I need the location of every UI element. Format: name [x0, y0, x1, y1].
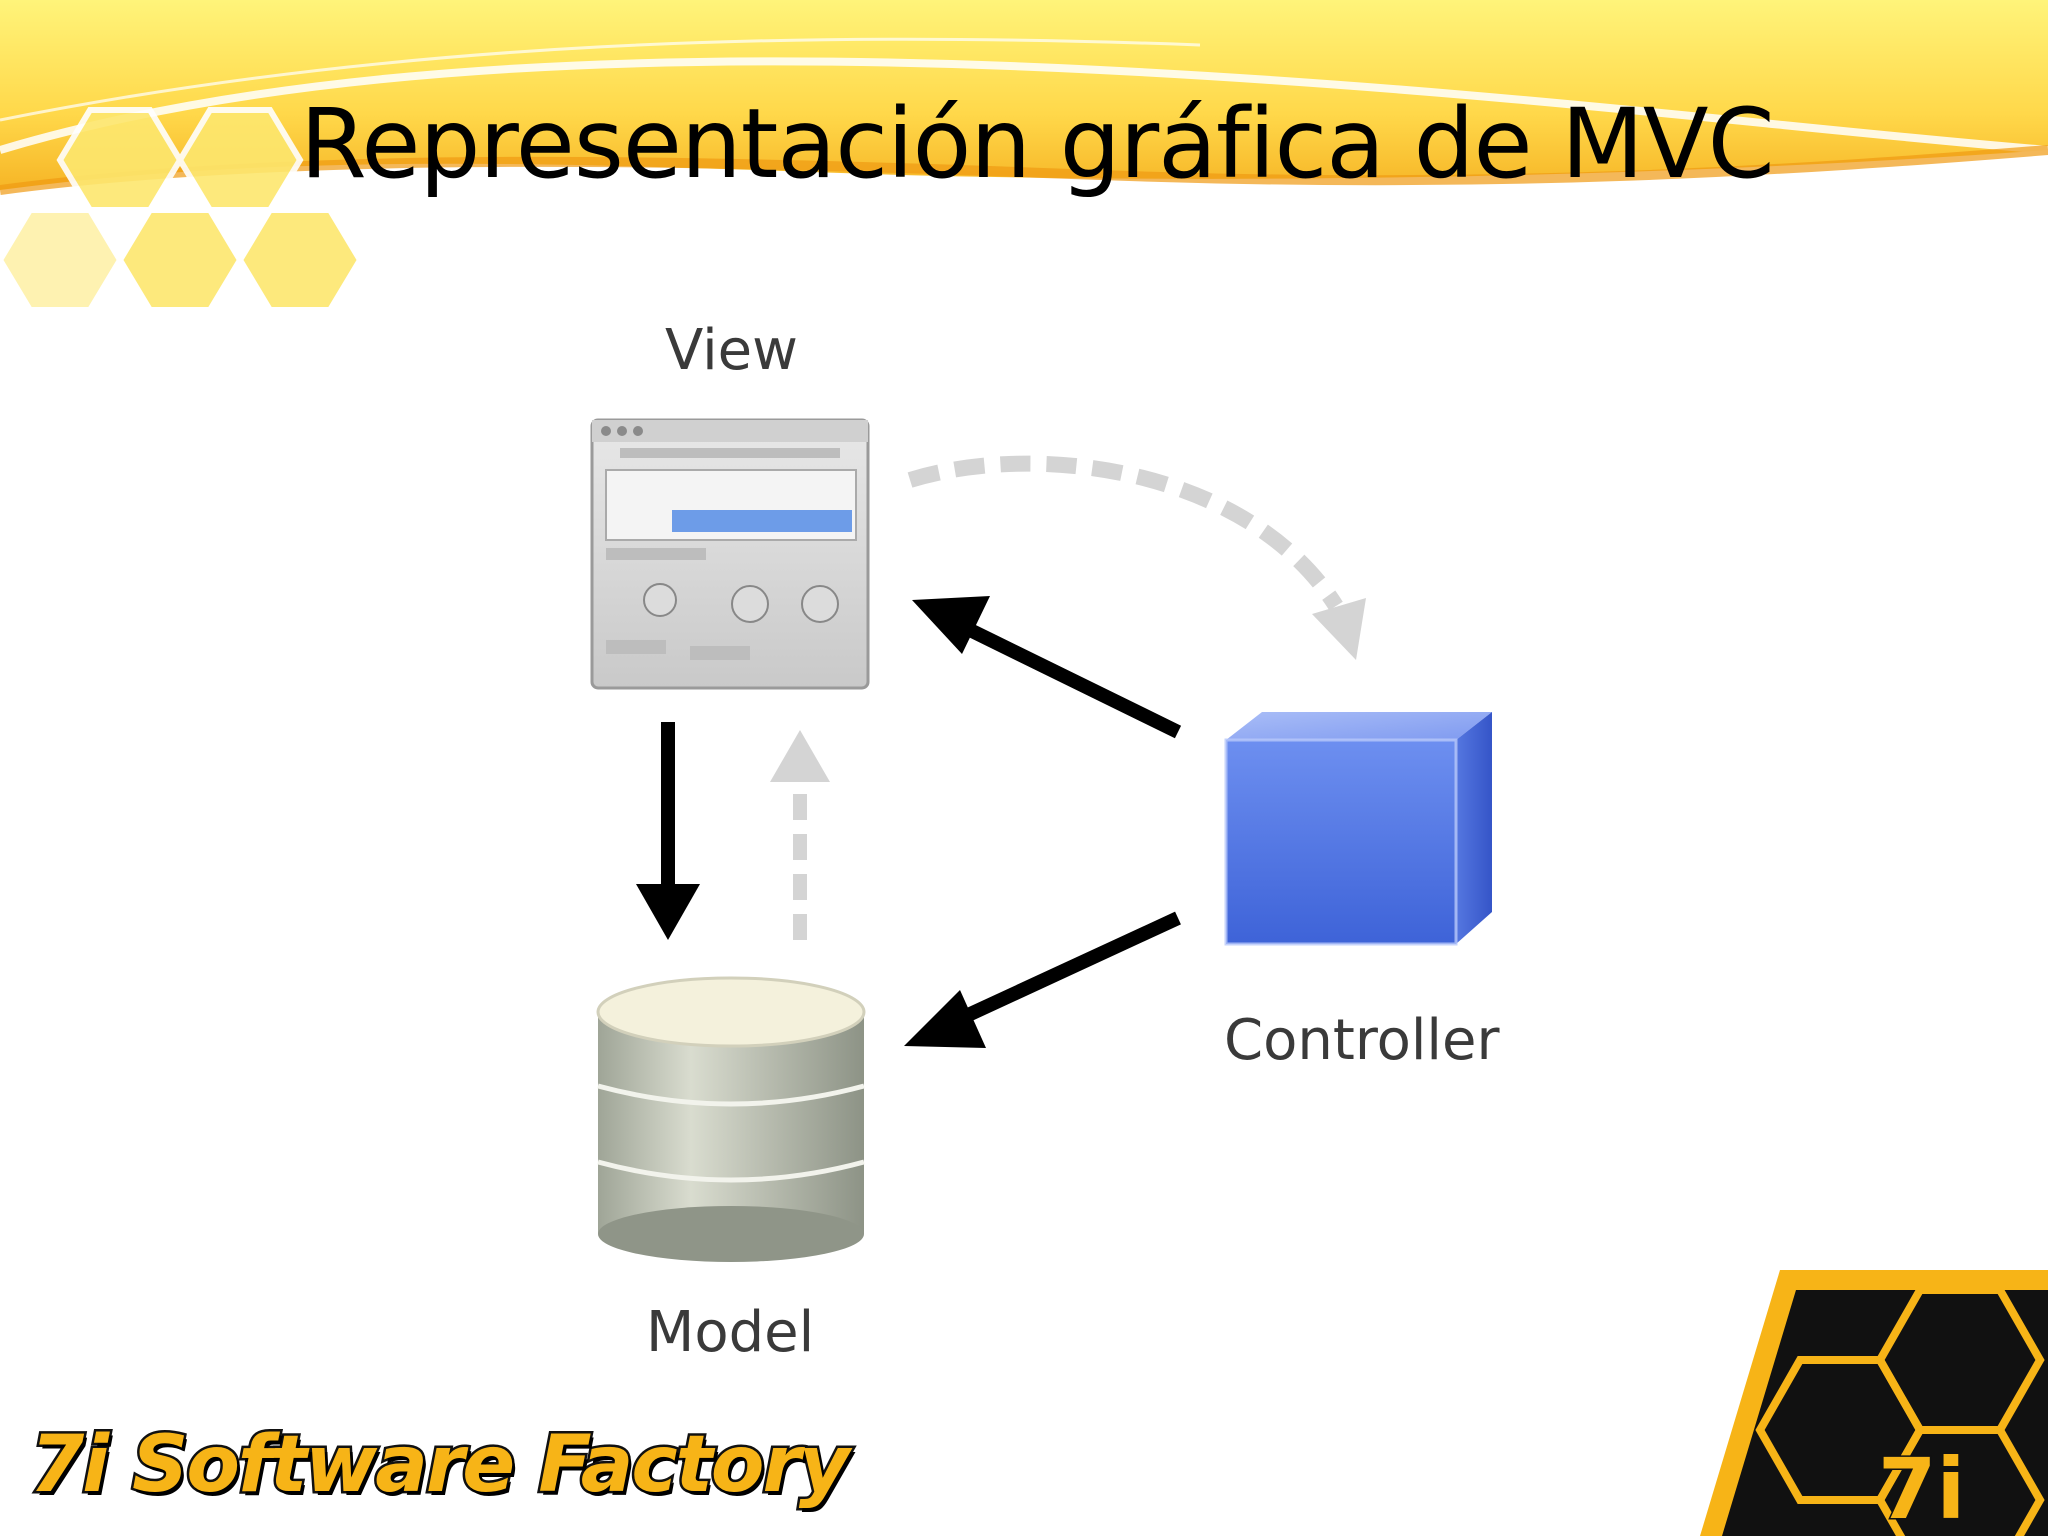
logo-mark: 7i [1876, 1439, 1966, 1538]
model-database-image [596, 976, 866, 1262]
brand-hexagon-logo [1700, 1270, 2048, 1536]
view-label: View [665, 318, 798, 383]
slide-title: Representación gráfica de MVC [300, 88, 1775, 200]
controller-label: Controller [1224, 1008, 1500, 1073]
arrow-view-to-model [636, 722, 700, 940]
controller-cube-image [1224, 712, 1492, 946]
model-label: Model [646, 1300, 815, 1365]
arrow-model-to-view-dashed [770, 730, 830, 940]
hexagon-pattern-decoration [0, 107, 364, 313]
company-brand-name: 7i Software Factory [28, 1418, 853, 1513]
view-window-image [590, 418, 870, 690]
arrow-view-to-controller-dashed [907, 455, 1366, 660]
arrow-controller-to-view [912, 596, 1182, 739]
header-swoosh [0, 0, 2048, 195]
arrow-controller-to-model [904, 911, 1181, 1048]
